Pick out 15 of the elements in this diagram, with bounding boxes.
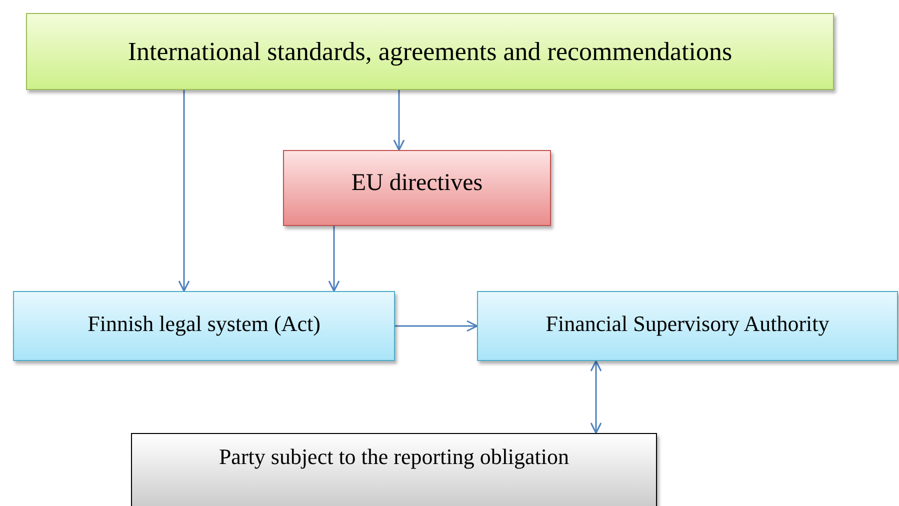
box-label: International standards, agreements and recommendations bbox=[128, 36, 732, 66]
box-label: Finnish legal system (Act) bbox=[88, 311, 320, 337]
box-label: Party subject to the reporting obligation bbox=[218, 444, 570, 470]
process-box bbox=[477, 291, 898, 361]
process-box bbox=[13, 291, 395, 361]
process-box bbox=[131, 433, 657, 506]
arrow bbox=[393, 90, 405, 151]
box-label: EU directives bbox=[351, 170, 483, 196]
process-box bbox=[26, 13, 834, 90]
arrow bbox=[328, 226, 340, 292]
box-label: Financial Supervisory Authority bbox=[546, 311, 830, 337]
arrow bbox=[395, 320, 478, 332]
arrow bbox=[178, 90, 190, 292]
process-box bbox=[283, 150, 551, 226]
arrow bbox=[590, 360, 602, 434]
